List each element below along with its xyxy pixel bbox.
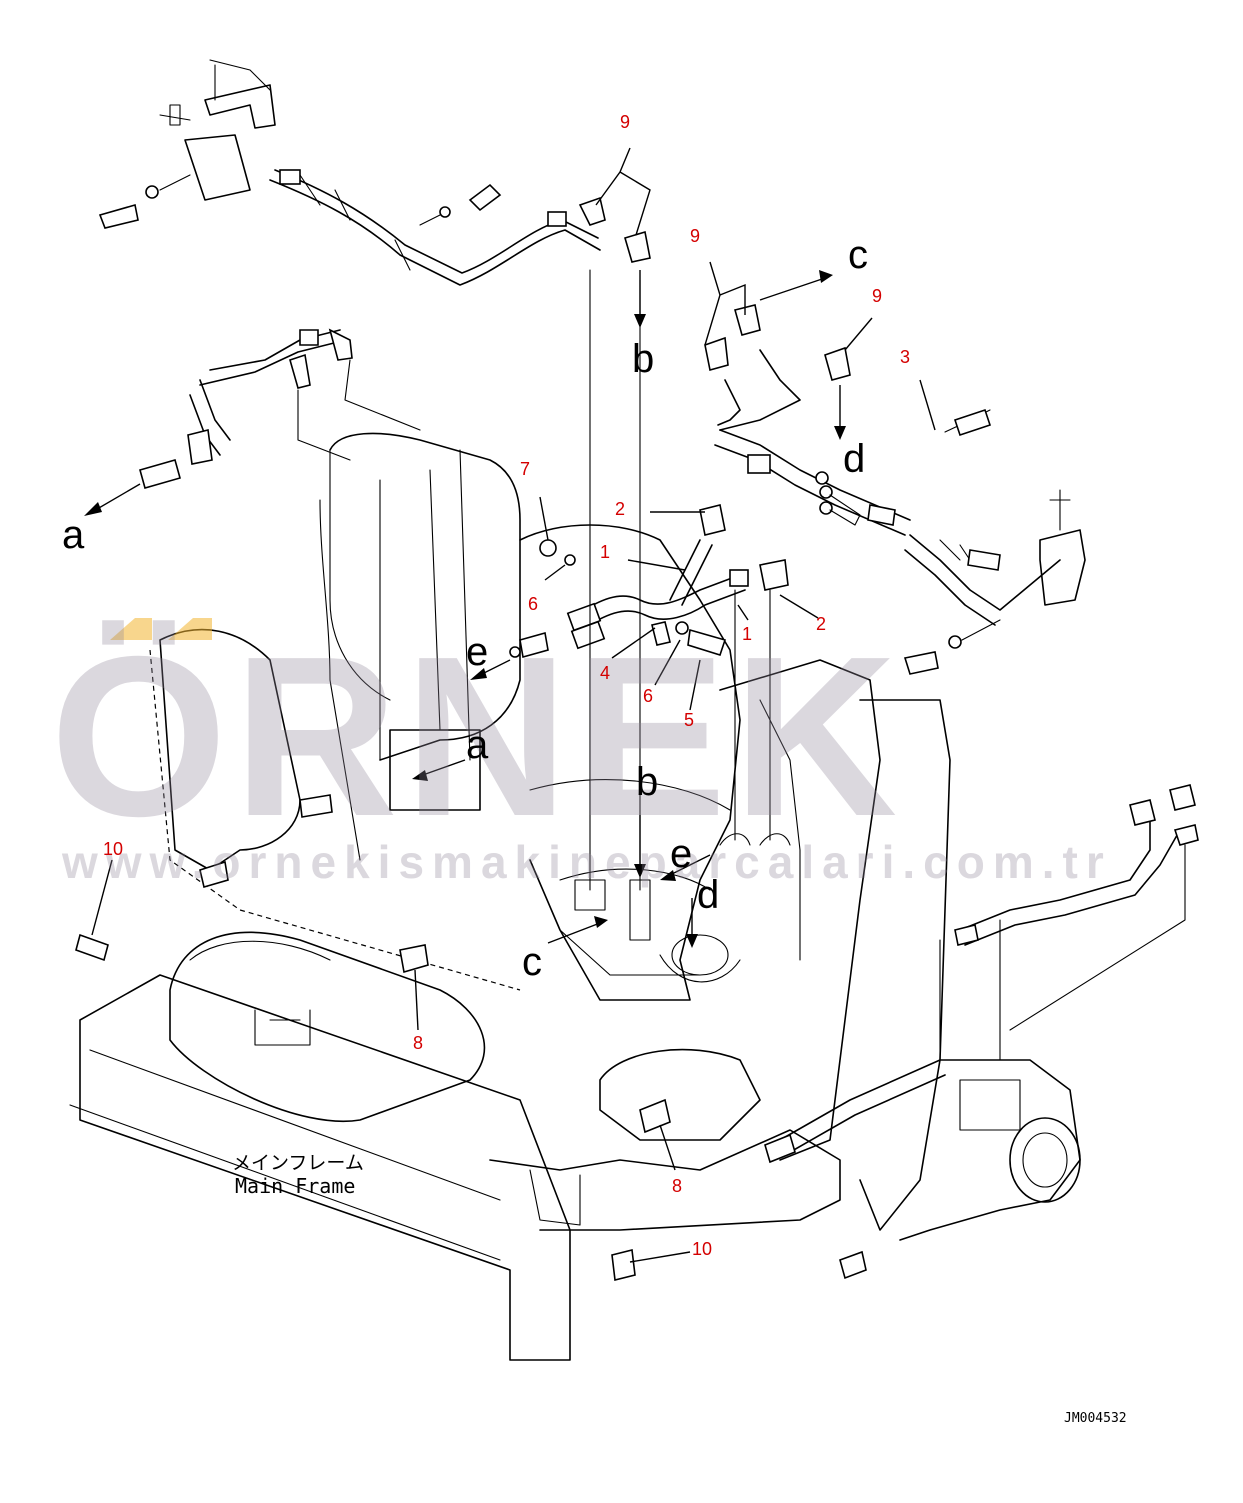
watermark: ÖRNEK www.ornekismakineparcalari.com.tr [50,610,1112,888]
callout-9: 9 [872,286,882,306]
callout-2: 2 [816,614,826,634]
callout-7: 7 [520,459,530,479]
drawing-code: JM004532 [1064,1411,1127,1426]
tubing-lower-right [764,784,1199,1164]
callout-4: 4 [600,663,610,683]
grease-fittings [75,794,867,1281]
watermark-accent-left [110,618,152,640]
callout-6: 6 [528,594,538,614]
callout-3: 3 [900,347,910,367]
watermark-url: www.ornekismakineparcalari.com.tr [61,836,1112,888]
callout-5: 5 [684,710,694,730]
connector-a: a [62,513,85,557]
direction-arrows [84,270,846,948]
callout-1: 1 [742,624,752,644]
callout-9: 9 [690,226,700,246]
connector-letters: a b c d e a b e d c [62,233,868,984]
frame-label-japanese: メインフレーム [232,1152,364,1174]
tubing-right [714,349,1086,675]
connector-c: c [522,940,542,984]
frame-label: メインフレーム Main Frame [232,1152,364,1198]
connector-c: c [848,233,868,277]
callout-8: 8 [672,1176,682,1196]
callout-10: 10 [692,1239,712,1259]
callout-9: 9 [620,112,630,132]
connector-a: a [466,723,489,767]
connector-d: d [697,873,719,917]
tubing-upper-left [98,59,601,286]
connector-e: e [466,630,488,674]
watermark-accent-right [168,618,212,640]
callout-1: 1 [600,542,610,562]
callout-numbers: 9 9 9 3 7 2 1 6 2 1 4 6 5 10 8 8 10 [103,112,910,1259]
watermark-brand: ÖRNEK [50,610,903,864]
connector-b: b [636,760,658,804]
connector-b: b [632,337,654,381]
callout-6: 6 [643,686,653,706]
callout-10: 10 [103,839,123,859]
elbow-fittings [578,196,851,381]
connector-e: e [670,832,692,876]
callout-leaders [91,147,936,1263]
callout-8: 8 [413,1033,423,1053]
main-frame-structure [69,432,1081,1361]
frame-label-english: Main Frame [235,1174,355,1198]
tubing-left [139,328,421,489]
connector-d: d [843,437,865,481]
callout-2: 2 [615,499,625,519]
